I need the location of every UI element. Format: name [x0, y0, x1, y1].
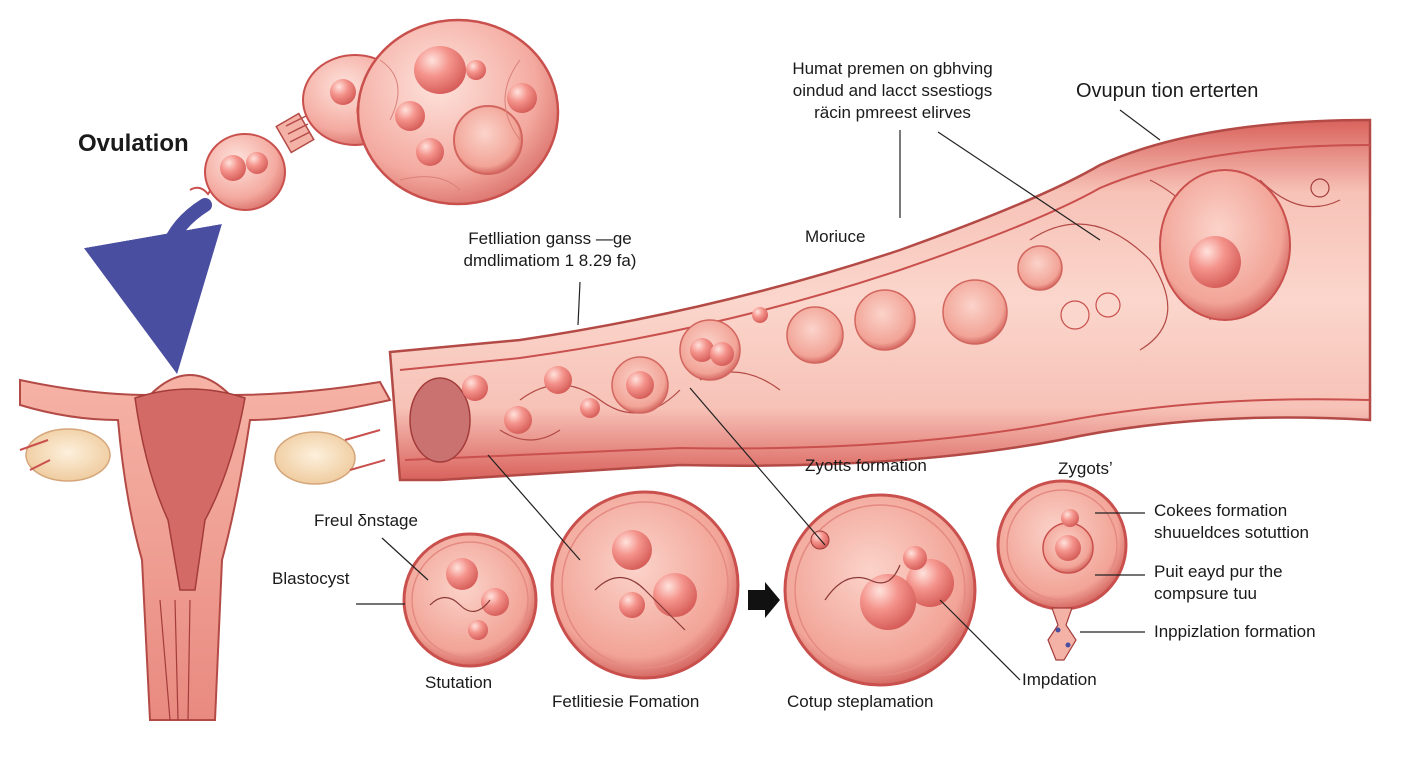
top-note: Humat premen on gbhving oindud and lacct…: [765, 58, 1020, 124]
zygots-label: Zygotsʼ: [1058, 459, 1113, 478]
top-note-line-1: Humat premen on gbhving: [792, 59, 993, 78]
fertilization-label: Fetlliation ganss —ge dmdlimatiom 1 8.29…: [440, 228, 660, 272]
impplzation-label: Inppizlation formation: [1154, 622, 1316, 641]
stage-arrow: [748, 582, 780, 618]
zyotts-label: Zyotts formation: [805, 456, 927, 475]
ovupuntion-label: Ovupun tion erterten: [1076, 80, 1259, 102]
puit-line-2: compsure tuu: [1154, 584, 1257, 603]
blastocyst-label: Blastocyst: [272, 569, 350, 588]
top-note-line-3: räcin pmreest elirves: [814, 103, 971, 122]
ovulation-arrow: [83, 198, 222, 374]
fetilitiesie-label: Fetlitiesie Fomation: [552, 692, 700, 711]
puit-line-1: Puit eayd pur the: [1154, 562, 1283, 581]
stage-implantation: [996, 479, 1128, 661]
stutation-label: Stutation: [425, 673, 493, 692]
stage-zygote: [783, 493, 977, 687]
top-note-line-2: oindud and lacct ssestiogs: [792, 81, 993, 100]
leader-lines: [356, 109, 1161, 681]
puit-label: Puit eayd pur the compsure tuu: [1154, 561, 1283, 605]
cotup-label: Cotup steplamation: [787, 692, 934, 711]
stage-fertilization: [550, 490, 740, 680]
freul-label: Freul δnstage: [314, 511, 418, 530]
cokees-line-2: shuueldces sotuttion: [1154, 523, 1309, 542]
cokees-line-1: Cokees formation: [1154, 501, 1288, 520]
stage-blastocyst: [402, 532, 538, 668]
implation-label: Impdation: [1022, 670, 1097, 689]
uterus: [19, 374, 392, 721]
moriuce-label: Moriuce: [805, 227, 866, 246]
ovulating-follicle: [189, 18, 560, 211]
ovulation-label: Ovulation: [78, 130, 189, 157]
fallopian-tube: [388, 118, 1372, 482]
cokees-label: Cokees formation shuueldces sotuttion: [1154, 500, 1309, 544]
fertilization-line-1: Fetlliation ganss —ge: [468, 229, 632, 248]
fertilization-line-2: dmdlimatiom 1 8.29 fa): [463, 251, 637, 270]
